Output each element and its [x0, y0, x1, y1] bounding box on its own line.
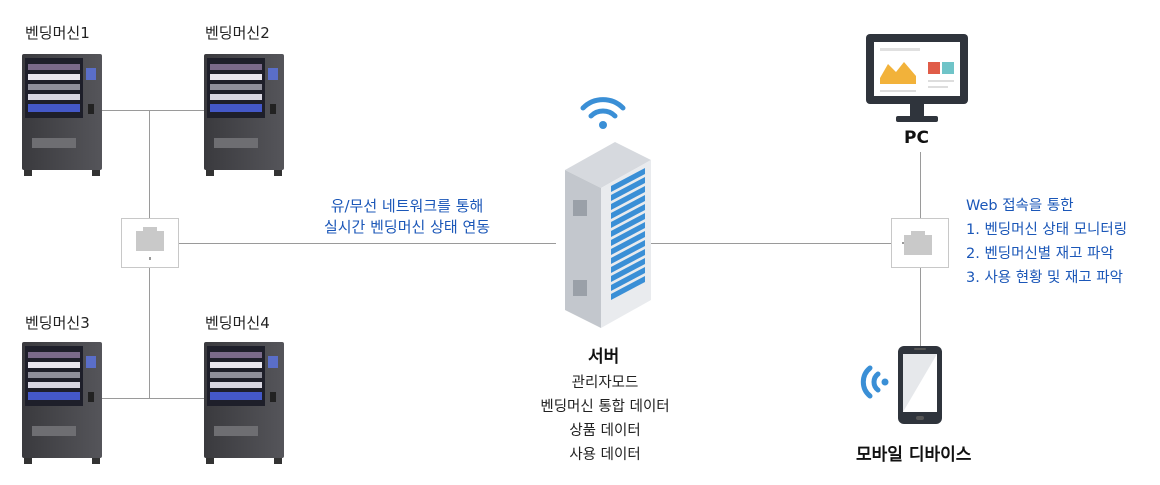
vending-machine-4	[204, 342, 284, 464]
web-access-item-2: 2. 벤딩머신별 재고 파악	[966, 246, 1114, 262]
vending-machine-3	[22, 342, 102, 464]
network-line-1: 유/무선 네트워크를 통해	[330, 197, 484, 215]
monitor-icon	[866, 34, 968, 122]
web-access-item-3: 3. 사용 현황 및 재고 파악	[966, 270, 1123, 286]
mobile-title: 모바일 디바이스	[856, 445, 972, 465]
connector-hub-server	[178, 243, 556, 244]
ethernet-port-icon	[136, 227, 164, 260]
vm-label-4: 벤딩머신4	[205, 314, 270, 332]
vending-machine-1	[22, 54, 102, 176]
ethernet-port-icon	[902, 231, 932, 255]
server-item-3: 상품 데이터	[569, 423, 641, 439]
mobile-phone-icon	[860, 346, 942, 424]
network-hub-right	[891, 218, 949, 268]
connector-server-hub	[650, 243, 892, 244]
network-hub-left	[121, 218, 179, 268]
wifi-icon	[580, 97, 626, 129]
vending-machine-2	[204, 54, 284, 176]
server-item-4: 사용 데이터	[569, 447, 641, 463]
server-icon	[565, 142, 651, 328]
vm-label-3: 벤딩머신3	[25, 314, 90, 332]
network-description: 유/무선 네트워크를 통해 실시간 벤딩머신 상태 연동	[282, 196, 532, 238]
network-line-2: 실시간 벤딩머신 상태 연동	[323, 218, 491, 236]
server-description: 관리자모드 벤딩머신 통합 데이터 상품 데이터 사용 데이터	[520, 371, 690, 467]
server-item-1: 관리자모드	[571, 375, 639, 391]
web-access-heading: Web 접속을 통한	[966, 198, 1074, 214]
web-access-list: Web 접속을 통한 1. 벤딩머신 상태 모니터링 2. 벤딩머신별 재고 파…	[966, 194, 1127, 290]
connector-vm3	[100, 398, 205, 399]
server-title: 서버	[588, 347, 620, 367]
vm-label-2: 벤딩머신2	[205, 24, 270, 42]
connector-vm1	[100, 110, 205, 111]
web-access-item-1: 1. 벤딩머신 상태 모니터링	[966, 222, 1128, 238]
vm-label-1: 벤딩머신1	[25, 24, 90, 42]
server-item-2: 벤딩머신 통합 데이터	[540, 399, 670, 415]
pc-title: PC	[904, 128, 929, 148]
